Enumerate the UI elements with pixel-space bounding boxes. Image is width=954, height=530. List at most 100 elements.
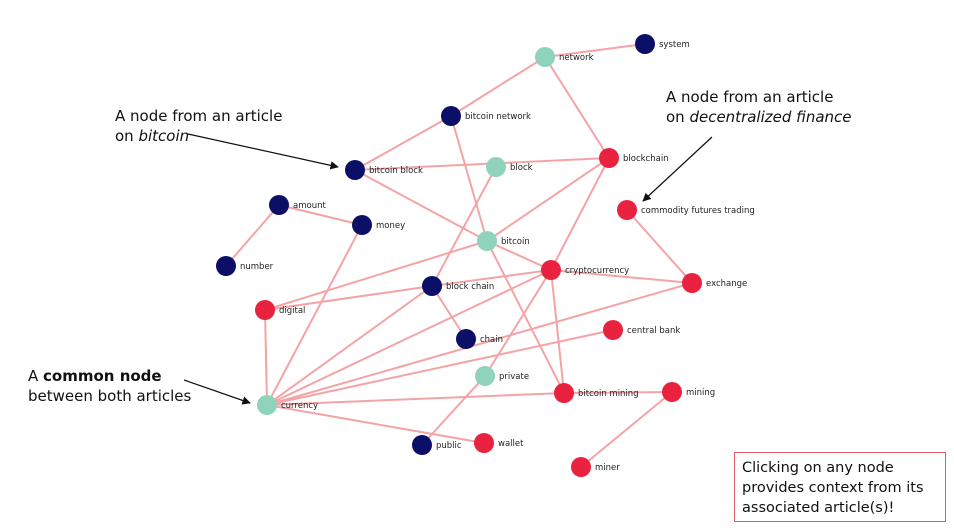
node-number[interactable]: number	[216, 256, 274, 276]
edge-block-block-chain	[431, 166, 497, 287]
node-cryptocurrency-circle[interactable]	[541, 260, 561, 280]
common-annotation-prefix: A	[28, 367, 44, 385]
node-public-circle[interactable]	[412, 435, 432, 455]
node-digital-circle[interactable]	[255, 300, 275, 320]
edge-central-bank-currency	[266, 329, 614, 406]
edge-bitcoin-cryptocurrency	[486, 240, 552, 271]
node-chain[interactable]: chain	[456, 329, 503, 349]
edge-commodity-exchange	[626, 209, 693, 284]
defi-annotation-prefix: on	[666, 108, 690, 126]
node-private[interactable]: private	[475, 366, 529, 386]
node-bitcoin-mining-label: bitcoin mining	[578, 389, 639, 399]
node-block-chain-label: block chain	[446, 282, 494, 292]
node-commodity-label: commodity futures trading	[641, 206, 755, 216]
node-bitcoin-circle[interactable]	[477, 231, 497, 251]
edge-mining-miner	[580, 391, 673, 468]
node-central-bank[interactable]: central bank	[603, 320, 680, 340]
edge-blockchain-cryptocurrency	[550, 157, 610, 271]
nodes-layer: network system bitcoin network bitcoin bloc…	[216, 34, 755, 477]
defi-node-arrow	[642, 136, 713, 202]
node-bitcoin-label: bitcoin	[501, 237, 530, 247]
bitcoin-annotation-prefix: on	[115, 127, 139, 145]
edge-amount-number	[225, 204, 280, 267]
node-amount-circle[interactable]	[269, 195, 289, 215]
node-public[interactable]: public	[412, 435, 462, 455]
node-private-circle[interactable]	[475, 366, 495, 386]
node-network[interactable]: network	[535, 47, 594, 67]
node-miner-label: miner	[595, 463, 620, 473]
edge-block-chain-chain	[431, 285, 467, 340]
node-amount[interactable]: amount	[269, 195, 326, 215]
edge-bitcoin-bitcoin-mining	[486, 240, 565, 394]
node-bitcoin-network[interactable]: bitcoin network	[441, 106, 531, 126]
node-bitcoin-block-label: bitcoin block	[369, 166, 423, 176]
node-cryptocurrency[interactable]: cryptocurrency	[541, 260, 629, 280]
node-bitcoin-block[interactable]: bitcoin block	[345, 160, 423, 180]
defi-node-annotation: A node from an article on decentralized …	[666, 87, 852, 127]
node-currency-circle[interactable]	[257, 395, 277, 415]
defi-annotation-line1: A node from an article	[666, 88, 834, 106]
edge-block-chain-currency	[266, 285, 433, 406]
node-block-chain-circle[interactable]	[422, 276, 442, 296]
node-exchange[interactable]: exchange	[682, 273, 747, 293]
edge-cryptocurrency-exchange	[550, 269, 693, 284]
node-digital[interactable]: digital	[255, 300, 305, 320]
node-blockchain[interactable]: blockchain	[599, 148, 669, 168]
node-central-bank-circle[interactable]	[603, 320, 623, 340]
node-block[interactable]: block	[486, 157, 533, 177]
edge-bitcoin-mining-currency	[266, 392, 565, 406]
node-mining-circle[interactable]	[662, 382, 682, 402]
edge-network-bitcoin-network	[450, 56, 546, 117]
node-system-circle[interactable]	[635, 34, 655, 54]
defi-annotation-emphasis: decentralized finance	[689, 108, 852, 126]
node-bitcoin-mining[interactable]: bitcoin mining	[554, 383, 639, 403]
node-number-label: number	[240, 262, 274, 272]
node-exchange-circle[interactable]	[682, 273, 702, 293]
node-exchange-label: exchange	[706, 279, 747, 289]
common-node-arrow	[183, 379, 251, 405]
node-blockchain-circle[interactable]	[599, 148, 619, 168]
node-block-chain[interactable]: block chain	[422, 276, 494, 296]
edge-cryptocurrency-bitcoin-mining	[550, 269, 565, 394]
node-number-circle[interactable]	[216, 256, 236, 276]
common-annotation-line1: A common node	[28, 366, 191, 386]
node-bitcoin-mining-circle[interactable]	[554, 383, 574, 403]
defi-annotation-line2: on decentralized finance	[666, 107, 852, 127]
node-wallet-circle[interactable]	[474, 433, 494, 453]
node-block-circle[interactable]	[486, 157, 506, 177]
node-money-circle[interactable]	[352, 215, 372, 235]
edge-block-chain-digital	[264, 285, 433, 311]
node-bitcoin-network-circle[interactable]	[441, 106, 461, 126]
node-miner-circle[interactable]	[571, 457, 591, 477]
node-bitcoin[interactable]: bitcoin	[477, 231, 530, 251]
node-wallet[interactable]: wallet	[474, 433, 524, 453]
node-chain-circle[interactable]	[456, 329, 476, 349]
edges-layer	[225, 43, 693, 468]
node-bitcoin-network-label: bitcoin network	[465, 112, 531, 122]
node-commodity-circle[interactable]	[617, 200, 637, 220]
node-block-label: block	[510, 163, 533, 173]
edge-digital-currency	[264, 309, 268, 406]
node-system[interactable]: system	[635, 34, 690, 54]
node-miner[interactable]: miner	[571, 457, 620, 477]
node-chain-label: chain	[480, 335, 503, 345]
bitcoin-annotation-line1: A node from an article	[115, 107, 283, 125]
edge-currency-wallet	[266, 404, 485, 444]
common-annotation-line2: between both articles	[28, 387, 192, 405]
edge-exchange-currency	[266, 282, 693, 406]
node-currency[interactable]: currency	[257, 395, 318, 415]
node-commodity[interactable]: commodity futures trading	[617, 200, 755, 220]
edge-cryptocurrency-currency	[266, 269, 552, 406]
node-money[interactable]: money	[352, 215, 405, 235]
node-money-label: money	[376, 221, 405, 231]
annotation-arrows	[183, 133, 713, 405]
bitcoin-node-arrow	[187, 133, 339, 170]
edge-bitcoin-mining-mining	[563, 391, 673, 394]
node-cryptocurrency-label: cryptocurrency	[565, 266, 629, 276]
node-amount-label: amount	[293, 201, 326, 211]
node-network-circle[interactable]	[535, 47, 555, 67]
node-mining[interactable]: mining	[662, 382, 715, 402]
bitcoin-node-annotation: A node from an article on bitcoin	[115, 106, 282, 146]
node-bitcoin-block-circle[interactable]	[345, 160, 365, 180]
